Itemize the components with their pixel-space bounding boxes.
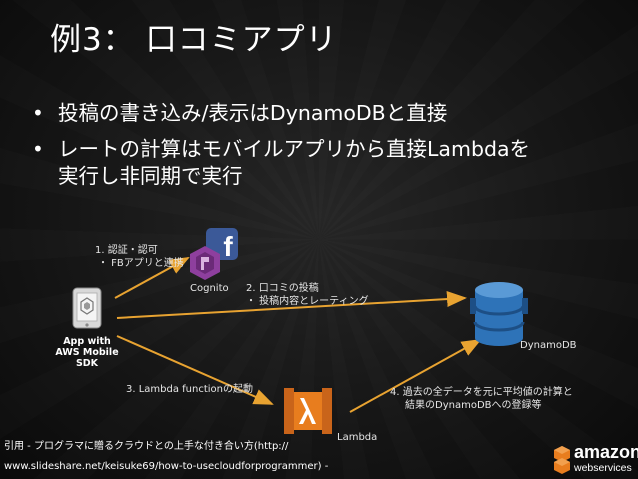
aws-webservices-text: webservices (574, 462, 632, 474)
aws-amazon-text: amazon (574, 442, 638, 462)
step2-label: 2. 口コミの投稿 ・ 投稿内容とレーティング (246, 283, 369, 307)
slide-title: 例3： 口コミアプリ (50, 22, 338, 58)
credit-line-1: 引用 - プログラマに贈るクラウドとの上手な付き合い方(http:// (4, 441, 289, 452)
step3-label: 3. Lambda functionの起動 (126, 384, 254, 395)
bullet-1-text: 投稿の書き込み/表示はDynamoDBと直接 (58, 101, 448, 125)
aws-cube-icon (554, 446, 570, 474)
arrow-lambda-to-dynamodb (349, 339, 482, 413)
lambda-icon (284, 388, 332, 434)
bullet-item-1: • 投稿の書き込み/表示はDynamoDBと直接 (32, 100, 622, 127)
bullet-2-text-line2: 実行し非同期で実行 (58, 164, 243, 188)
svg-text:f: f (223, 231, 233, 262)
arrow-app-to-lambda (116, 335, 274, 405)
bullet-list: • 投稿の書き込み/表示はDynamoDBと直接 • レートの計算はモバイルアプ… (32, 100, 622, 199)
bullet-dot: • (32, 137, 44, 161)
credit-line-2: www.slideshare.net/keisuke69/how-to-usec… (4, 461, 329, 472)
aws-logo: amazon webservices (552, 442, 638, 476)
step4-label: 4. 過去の全データを元に平均値の計算と 結果のDynamoDBへの登録等 (390, 387, 573, 411)
cognito-label: Cognito (190, 283, 229, 294)
dynamodb-label: DynamoDB (520, 340, 577, 351)
bullet-2-text-line1: レートの計算はモバイルアプリから直接Lambdaを (58, 137, 531, 161)
dynamodb-icon (470, 282, 528, 346)
cognito-icon (190, 246, 220, 280)
arrow-app-to-dynamodb (116, 291, 467, 319)
step1-label: 1. 認証・認可 ・ FBアプリと連携 (95, 245, 184, 269)
bullet-item-2: • レートの計算はモバイルアプリから直接Lambdaを 実行し非同期で実行 (32, 136, 622, 190)
mobile-app-icon (72, 287, 102, 329)
arrow-app-to-cognito (114, 257, 190, 299)
bullet-dot: • (32, 101, 44, 125)
lambda-label: Lambda (337, 432, 378, 443)
app-label: App with AWS Mobile SDK (55, 336, 119, 369)
